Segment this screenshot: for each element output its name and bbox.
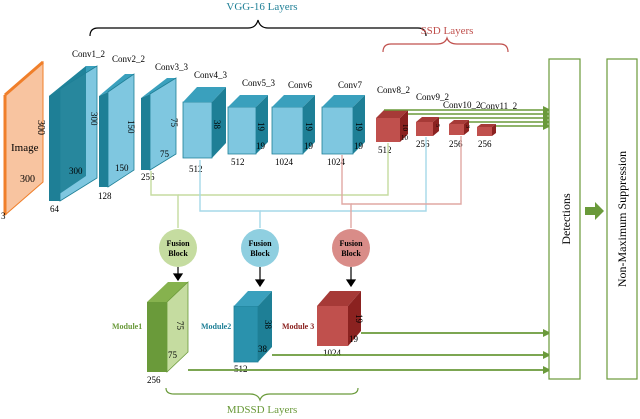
conv6-label: Conv6: [288, 80, 313, 90]
conv1-2-block: Conv1_2 300 300 64: [49, 49, 105, 214]
vgg-group-title: VGG-16 Layers: [226, 1, 297, 13]
nms-box: Non-Maximum Suppression: [606, 58, 638, 380]
module-3-block: Module 3 19 19 1024: [282, 291, 364, 358]
conv10-2-label: Conv10_2: [443, 100, 481, 110]
detections-to-nms-arrow: [585, 202, 604, 220]
nms-label: Non-Maximum Suppression: [615, 151, 629, 287]
conv10-2-channels-label: 256: [449, 139, 463, 149]
conv10-2-size-label: 3: [464, 125, 470, 128]
conv9-2-channels-label: 256: [416, 139, 430, 149]
conv7-label: Conv7: [338, 80, 363, 90]
module-3-size2-label: 19: [349, 334, 359, 344]
conv3-3-width-label: 75: [160, 149, 170, 159]
conv9-2-size-label: 5: [434, 124, 440, 127]
conv11-2-channels-label: 256: [478, 139, 492, 149]
conv3-3-block: Conv3_3 75 75 256: [141, 62, 189, 182]
conv4-3-block: Conv4_3 38 512: [182, 70, 228, 174]
detections-label: Detections: [559, 193, 573, 245]
conv11-2-label: Conv11_2: [480, 101, 517, 111]
vgg-brace: [89, 19, 427, 37]
conv6-size2-label: 19: [304, 141, 314, 151]
module-1-channels-label: 256: [147, 375, 161, 385]
conv5-3-channels-label: 512: [231, 157, 245, 167]
module-1-size2-label: 75: [168, 350, 178, 360]
conv2-2-size-label: 150: [126, 120, 136, 134]
conv8-2-size2-label: 10: [401, 134, 409, 142]
fusion-block-3: Fusion Block: [332, 229, 370, 267]
module-2-block: Module2 38 38 512: [201, 291, 273, 374]
conv3-3-label: Conv3_3: [155, 62, 189, 72]
module-output-arrows: [188, 329, 551, 374]
fusion-block-2-line1: Fusion: [248, 239, 272, 248]
mdssd-group-title: MDSSD Layers: [227, 404, 298, 416]
image-height-label: 300: [35, 120, 46, 135]
conv3-3-channels-label: 256: [141, 172, 155, 182]
fusion-block-3-line2: Block: [341, 249, 361, 258]
module-2-channels-label: 512: [234, 364, 248, 374]
module-2-size2-label: 38: [258, 344, 268, 354]
fusion-block-1-line1: Fusion: [166, 239, 190, 248]
conv2-2-block: Conv2_2 150 150 128: [98, 54, 145, 201]
ssd-brace: [382, 36, 509, 53]
conv7-block: Conv7 19 19 1024: [321, 80, 365, 167]
conv8-2-block: Conv8_2 10 10 512: [376, 85, 410, 155]
conv1-2-size-label: 300: [89, 112, 99, 126]
module-1-size-label: 75: [175, 321, 185, 331]
fusion-block-3-line1: Fusion: [339, 239, 363, 248]
conv2-2-label: Conv2_2: [112, 54, 145, 64]
conv5-3-size2-label: 19: [256, 141, 266, 151]
conv3-3-size-label: 75: [169, 118, 179, 128]
conv7-size-label: 19: [354, 122, 364, 132]
conv11-2-block: Conv11_2 256: [477, 101, 517, 149]
module-1-block: Module1 75 75 256: [112, 281, 189, 385]
conv5-3-label: Conv5_3: [242, 78, 276, 88]
conv4-3-channels-label: 512: [189, 164, 203, 174]
fusion-block-1: Fusion Block: [159, 229, 197, 267]
conv6-channels-label: 1024: [275, 157, 294, 167]
image-width-label: 300: [20, 174, 35, 185]
conv8-2-channels-label: 512: [378, 145, 392, 155]
module-3-size-label: 19: [354, 314, 364, 324]
conv6-block: Conv6 19 19 1024: [271, 80, 315, 167]
conv7-size2-label: 19: [354, 141, 364, 151]
ssd-output-arrows: [384, 106, 551, 130]
conv1-2-label: Conv1_2: [72, 49, 105, 59]
fusion-block-1-line2: Block: [168, 249, 188, 258]
conv8-2-size-label: 10: [401, 124, 409, 132]
conv5-3-size-label: 19: [256, 122, 266, 132]
mdssd-brace: [165, 387, 359, 402]
conv4-3-size-label: 38: [212, 120, 222, 130]
conv7-channels-label: 1024: [327, 157, 346, 167]
conv2-2-width-label: 150: [115, 163, 129, 173]
conv8-2-label: Conv8_2: [377, 85, 410, 95]
conv10-2-block: Conv10_2 3 256: [443, 100, 481, 149]
module-2-label: Module2: [201, 322, 231, 331]
image-channels-label: 3: [1, 211, 6, 221]
image-label: Image: [11, 142, 39, 154]
conv2-2-channels-label: 128: [98, 191, 112, 201]
fusion-block-2-line2: Block: [250, 249, 270, 258]
conv6-size-label: 19: [304, 122, 314, 132]
ssd-group-title: SSD Layers: [421, 25, 474, 37]
module-1-label: Module1: [112, 322, 142, 331]
conv4-3-label: Conv4_3: [194, 70, 228, 80]
fusion-to-module-arrows: [172, 267, 357, 288]
module-3-label: Module 3: [282, 322, 314, 331]
fusion-block-2: Fusion Block: [241, 229, 279, 267]
conv9-2-label: Conv9_2: [416, 92, 449, 102]
fusion-connection-lines: [150, 136, 462, 228]
module-2-size-label: 38: [263, 320, 273, 330]
conv5-3-block: Conv5_3 19 19 512: [227, 78, 276, 167]
input-image: Image 300 300 3: [1, 60, 46, 221]
conv9-2-block: Conv9_2 5 256: [416, 92, 449, 149]
detections-box: Detections: [548, 58, 581, 380]
conv1-2-channels-label: 64: [50, 204, 60, 214]
module-3-channels-label: 1024: [323, 348, 342, 358]
conv1-2-width-label: 300: [69, 166, 83, 176]
